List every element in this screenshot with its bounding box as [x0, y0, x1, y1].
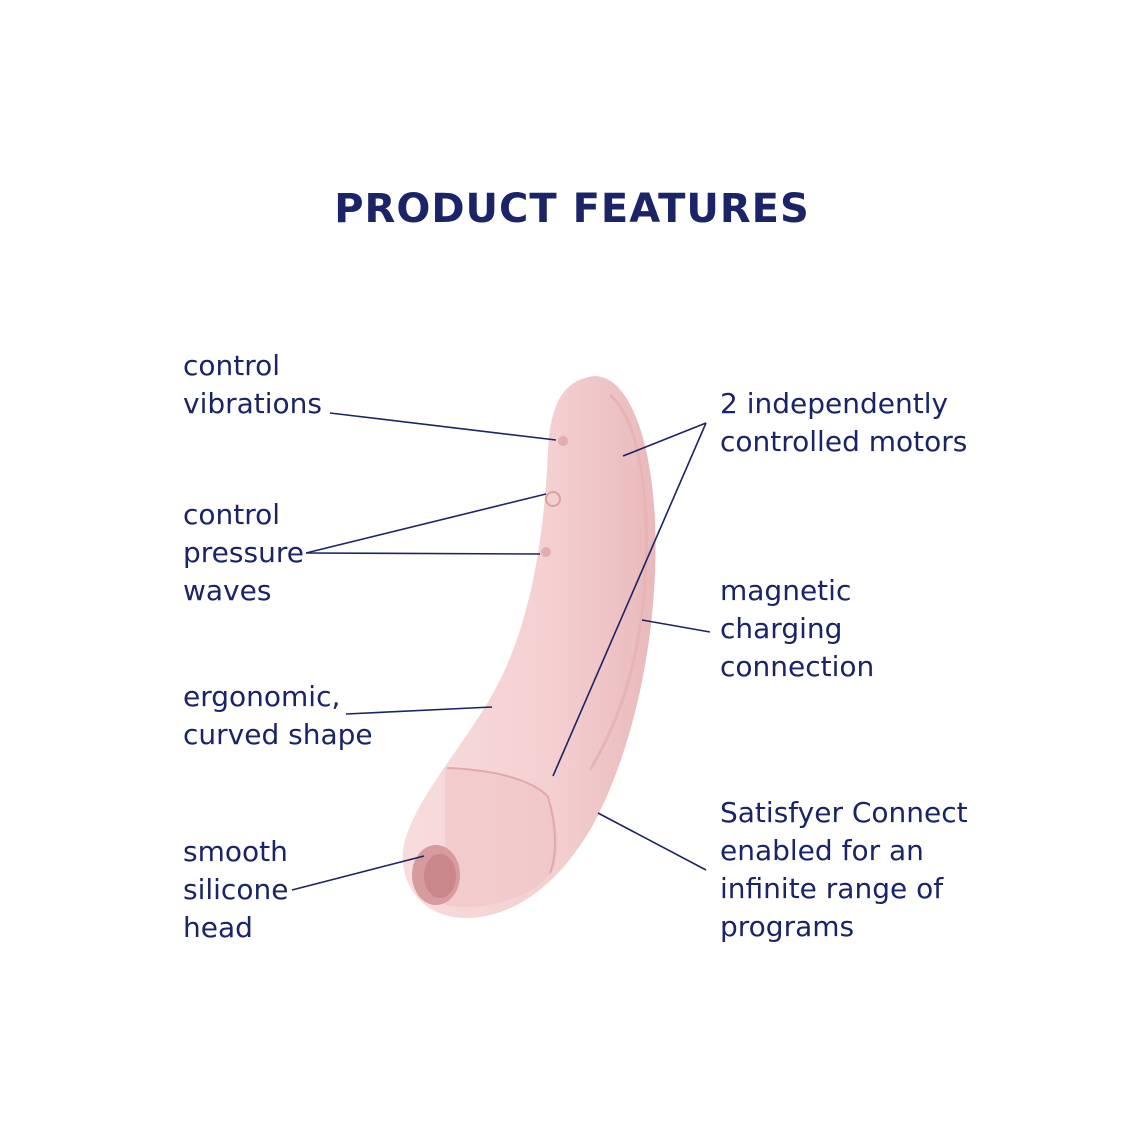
- product-front-ridge: [588, 393, 648, 771]
- pressure-button: [541, 547, 551, 557]
- label-control-pressure-waves: control pressure waves: [183, 498, 304, 607]
- leader-motors-bottom: [552, 422, 707, 777]
- leader-pressure-2: [305, 552, 541, 555]
- product-head-seam: [446, 767, 556, 874]
- leader-head: [291, 855, 425, 891]
- mode-button: [545, 491, 561, 507]
- leader-pressure-1: [305, 493, 547, 554]
- label-connect-app: Satisfyer Connect enabled for an infinit…: [720, 796, 968, 943]
- leader-connect: [597, 812, 707, 871]
- label-silicone-head: smooth silicone head: [183, 835, 289, 944]
- page-title: PRODUCT FEATURES: [334, 186, 810, 232]
- leader-magnetic: [641, 619, 711, 633]
- leader-vibrations: [329, 412, 557, 441]
- label-motors: 2 independently controlled motors: [720, 387, 968, 458]
- label-control-vibrations: control vibrations: [183, 349, 323, 420]
- leader-lines: [291, 412, 711, 891]
- leader-motors-top: [622, 422, 707, 457]
- vibration-button: [558, 436, 568, 446]
- label-ergonomic-shape: ergonomic, curved shape: [183, 680, 373, 751]
- product-head-collar: [445, 768, 558, 907]
- leader-ergonomic: [345, 706, 493, 715]
- label-magnetic-charging: magnetic charging connection: [720, 574, 875, 683]
